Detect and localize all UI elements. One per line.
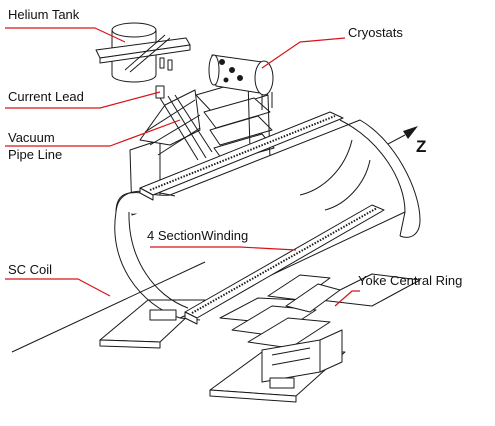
label-yoke-central-ring: Yoke Central Ring xyxy=(358,273,463,288)
lower-winding-bar xyxy=(184,204,385,325)
sc-coil-shell xyxy=(114,119,421,321)
leader-lines xyxy=(5,27,360,307)
label-helium-tank: Helium Tank xyxy=(8,7,80,22)
cryostat xyxy=(208,54,274,110)
leader-vacuum-pipe xyxy=(5,119,181,147)
z-axis-label: Z xyxy=(416,137,427,156)
z-axis-line-front xyxy=(11,261,206,353)
leader-sc-coil xyxy=(5,278,111,297)
leader-section-winding xyxy=(150,246,297,251)
label-section-winding: 4 SectionWinding xyxy=(147,228,249,243)
label-sc-coil: SC Coil xyxy=(8,262,53,277)
leader-yoke-central-ring xyxy=(334,290,360,307)
upper-winding-bar xyxy=(139,111,344,201)
label-current-lead: Current Lead xyxy=(8,89,84,104)
label-cryostats: Cryostats xyxy=(348,25,403,40)
label-vacuum-line-2: Pipe Line xyxy=(8,147,63,162)
vacuum-pipe xyxy=(159,94,213,161)
leader-cryostats xyxy=(261,37,346,69)
front-yoke xyxy=(149,274,343,389)
z-axis-arrowhead xyxy=(403,126,418,139)
leader-helium-tank xyxy=(5,27,126,43)
label-vacuum-line-1: Vacuum xyxy=(8,130,55,145)
leader-current-lead xyxy=(5,91,161,109)
helium-tank xyxy=(95,22,191,99)
